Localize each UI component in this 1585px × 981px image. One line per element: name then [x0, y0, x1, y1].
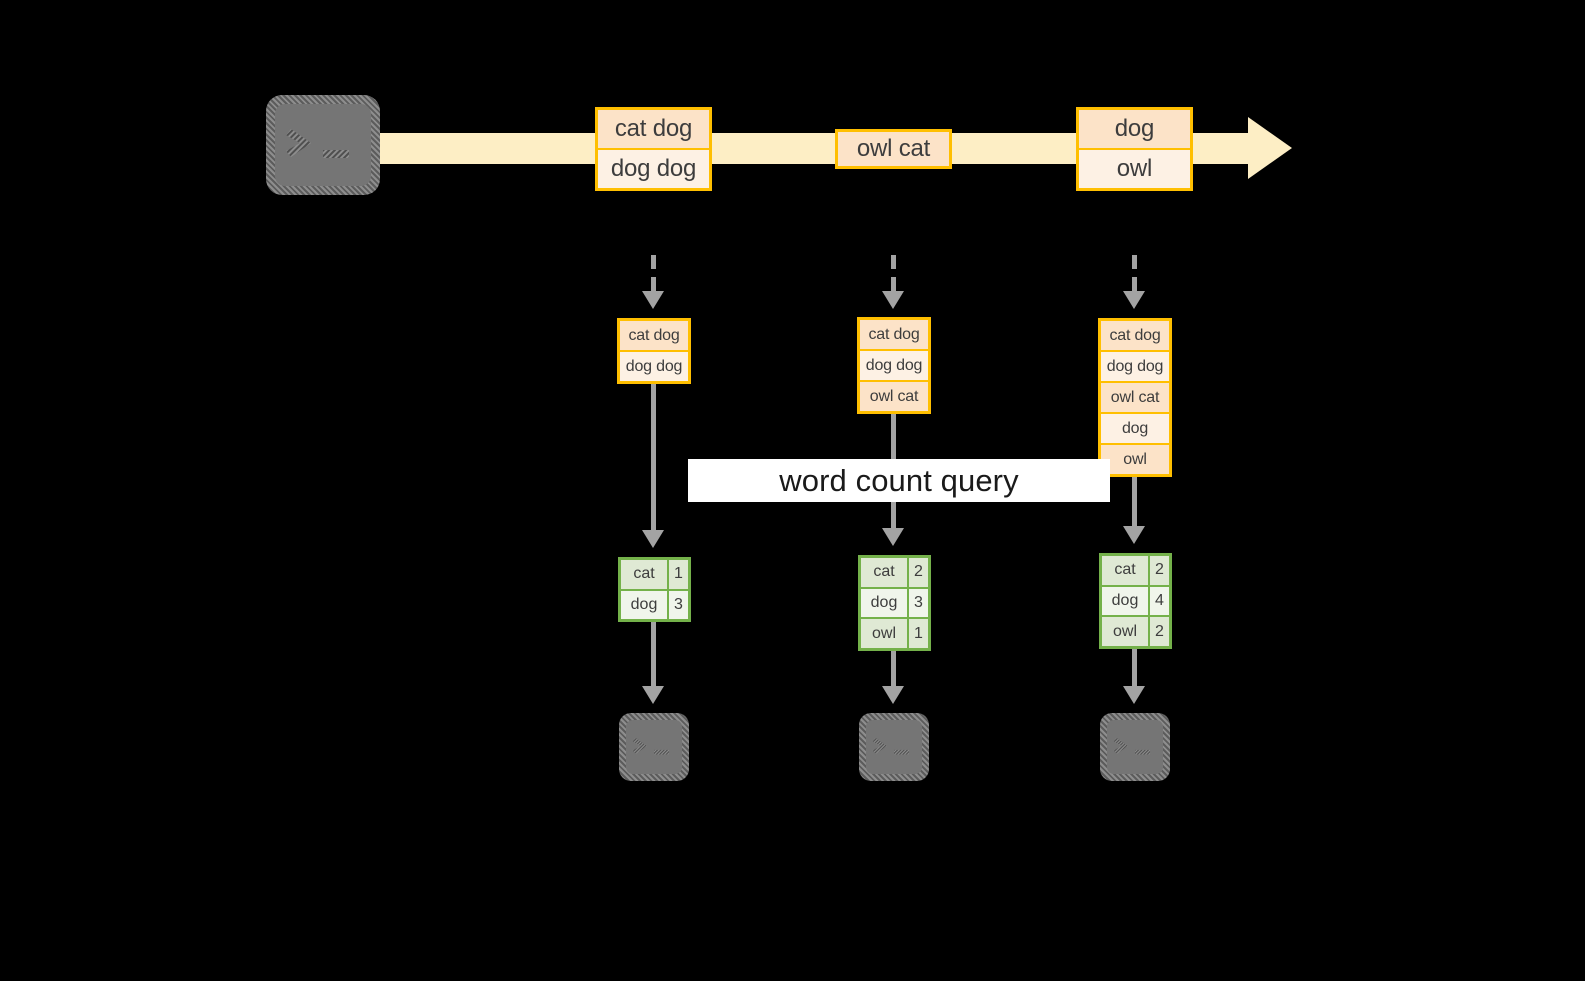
- dashed-down-arrow-icon: [1123, 291, 1145, 309]
- stack-row: owl: [1101, 445, 1169, 474]
- result-word: dog: [621, 590, 667, 619]
- stream-message-line: cat dog: [598, 110, 709, 148]
- table-row: dog 4: [1102, 586, 1169, 616]
- stack-row: dog dog: [860, 351, 928, 380]
- down-arrow-icon: [882, 528, 904, 546]
- stack-row: cat dog: [1101, 321, 1169, 350]
- stack-row: owl cat: [860, 382, 928, 411]
- stream-message-1: cat dog dog dog: [595, 107, 712, 191]
- result-count: 3: [909, 588, 928, 618]
- table-row: cat 2: [861, 558, 928, 587]
- column-1-input-dash: [651, 255, 656, 293]
- column-1-input-stack: cat dog dog dog: [617, 318, 691, 384]
- column-1-sink-line: [651, 622, 656, 690]
- table-row: owl 1: [861, 619, 928, 649]
- table-row: owl 2: [1102, 617, 1169, 647]
- table-row: dog 3: [621, 590, 688, 619]
- stack-row: dog dog: [1101, 352, 1169, 381]
- result-word: cat: [861, 558, 907, 587]
- dashed-down-arrow-icon: [882, 291, 904, 309]
- result-word: dog: [861, 588, 907, 618]
- result-count: 1: [669, 560, 688, 589]
- column-3-result-table: cat 2 dog 4 owl 2: [1099, 553, 1172, 649]
- column-2-input-stack: cat dog dog dog owl cat: [857, 317, 931, 414]
- column-3-input-stack: cat dog dog dog owl cat dog owl: [1098, 318, 1172, 477]
- stack-row: dog: [1101, 414, 1169, 443]
- table-row: cat 2: [1102, 556, 1169, 585]
- stream-message-2: owl cat: [835, 129, 952, 169]
- result-count: 3: [669, 590, 688, 619]
- column-1-sink-terminal[interactable]: [619, 713, 689, 781]
- stream-message-line: owl cat: [838, 132, 949, 166]
- stream-message-3: dog owl: [1076, 107, 1193, 191]
- stream-message-line: owl: [1079, 150, 1190, 188]
- sink-terminal-screen: [626, 720, 682, 774]
- result-count: 2: [1150, 617, 1169, 647]
- stack-row: owl cat: [1101, 383, 1169, 412]
- result-count: 2: [1150, 556, 1169, 585]
- query-label: word count query: [688, 459, 1110, 502]
- result-count: 2: [909, 558, 928, 587]
- terminal-prompt-icon: [1113, 737, 1151, 755]
- down-arrow-icon: [1123, 526, 1145, 544]
- source-terminal-screen: [275, 104, 371, 186]
- down-arrow-icon: [882, 686, 904, 704]
- result-word: cat: [1102, 556, 1148, 585]
- stack-row: dog dog: [620, 352, 688, 381]
- result-word: owl: [861, 619, 907, 649]
- column-1-result-table: cat 1 dog 3: [618, 557, 691, 622]
- column-3-sink-line: [1132, 649, 1137, 690]
- result-count: 1: [909, 619, 928, 649]
- sink-terminal-screen: [1107, 720, 1163, 774]
- stream-arrow-head: [1248, 117, 1292, 179]
- down-arrow-icon: [642, 530, 664, 548]
- down-arrow-icon: [642, 686, 664, 704]
- down-arrow-icon: [1123, 686, 1145, 704]
- result-count: 4: [1150, 586, 1169, 616]
- dashed-down-arrow-icon: [642, 291, 664, 309]
- stack-row: cat dog: [620, 321, 688, 350]
- stack-row: cat dog: [860, 320, 928, 349]
- column-2-input-dash: [891, 255, 896, 293]
- stream-message-line: dog dog: [598, 150, 709, 188]
- table-row: dog 3: [861, 588, 928, 618]
- stream-message-line: dog: [1079, 110, 1190, 148]
- column-3-query-line: [1132, 477, 1137, 530]
- terminal-prompt-icon: [872, 737, 910, 755]
- column-3-sink-terminal[interactable]: [1100, 713, 1170, 781]
- column-2-result-table: cat 2 dog 3 owl 1: [858, 555, 931, 651]
- result-word: cat: [621, 560, 667, 589]
- sink-terminal-screen: [866, 720, 922, 774]
- terminal-prompt-icon: [286, 129, 349, 158]
- result-word: dog: [1102, 586, 1148, 616]
- column-2-sink-line: [891, 651, 896, 690]
- column-1-query-line: [651, 384, 656, 534]
- result-word: owl: [1102, 617, 1148, 647]
- column-2-sink-terminal[interactable]: [859, 713, 929, 781]
- source-terminal[interactable]: [266, 95, 380, 195]
- column-3-input-dash: [1132, 255, 1137, 293]
- terminal-prompt-icon: [632, 737, 670, 755]
- table-row: cat 1: [621, 560, 688, 589]
